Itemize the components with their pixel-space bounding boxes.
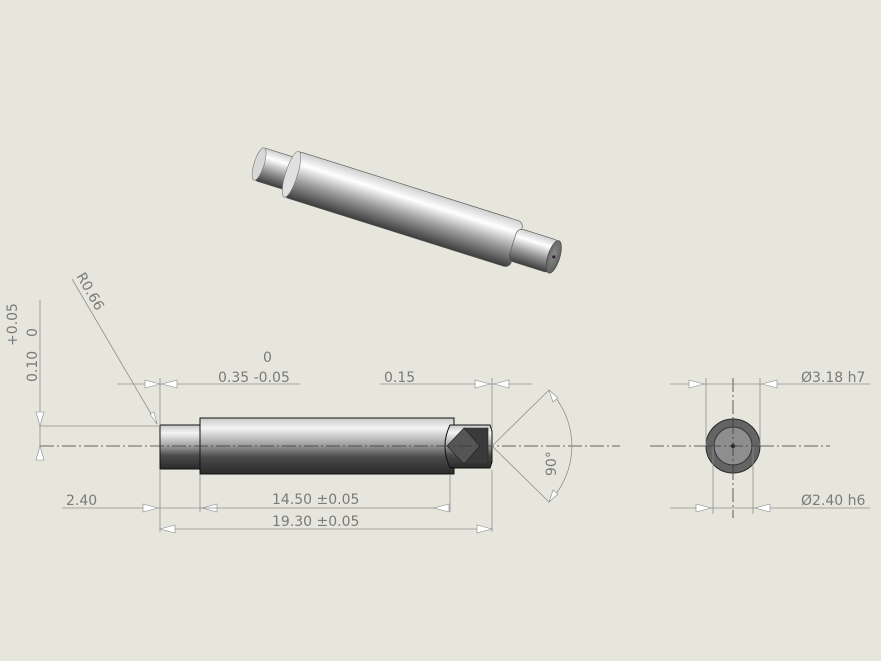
length-dimensions: 2.40 14.50 ±0.05 19.30 ±0.05 <box>62 470 494 534</box>
iso-body-step-face <box>281 150 302 198</box>
body-length-label: 14.50 ±0.05 <box>272 492 359 508</box>
front-tip-cone-right <box>463 427 489 465</box>
chamfer-length-dimension: 0.15 <box>380 370 532 428</box>
step-length-dimension: 0 0.35 -0.05 <box>117 350 300 425</box>
iso-center-hole <box>552 255 556 259</box>
front-view <box>40 417 620 475</box>
minor-diameter-label: Ø2.40 h6 <box>801 493 866 509</box>
end-length-label: 2.40 <box>66 493 97 509</box>
fillet-radius-dimension: R0.66 <box>71 270 158 425</box>
end-view <box>650 378 830 518</box>
front-left-pin <box>159 424 203 470</box>
groove-depth-dimension: 0.10 +0.05 0 <box>5 300 160 461</box>
major-diameter-dimension: Ø3.18 h7 <box>670 370 870 446</box>
groove-tol-lower-label: 0 <box>25 328 41 337</box>
major-diameter-label: Ø3.18 h7 <box>801 370 865 386</box>
step-length-upper-tol: 0 <box>263 350 272 366</box>
chamfer-length-label: 0.15 <box>384 370 415 386</box>
groove-tol-upper-label: +0.05 <box>5 303 21 346</box>
iso-main-body <box>283 151 523 267</box>
tip-angle-label: 90° <box>544 451 560 476</box>
tip-angle-dimension: 90° <box>491 389 573 503</box>
groove-depth-label: 0.10 <box>25 351 41 382</box>
fillet-radius-label: R0.66 <box>73 270 107 314</box>
minor-diameter-dimension: Ø2.40 h6 <box>670 446 870 514</box>
isometric-view <box>251 147 562 274</box>
iso-left-pin-face <box>251 147 267 181</box>
step-length-label: 0.35 -0.05 <box>218 370 290 386</box>
overall-length-label: 19.30 ±0.05 <box>272 514 359 530</box>
